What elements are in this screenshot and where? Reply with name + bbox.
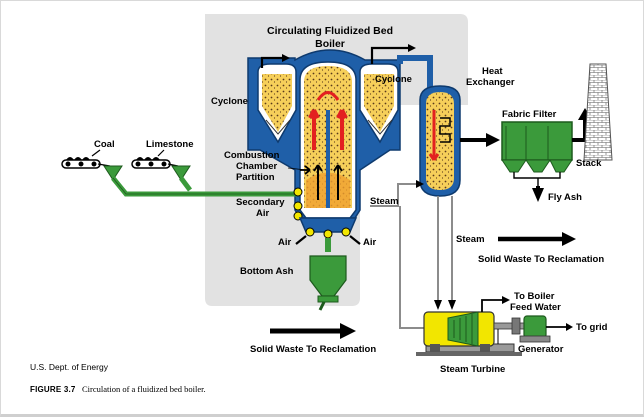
label-cyclone-left: Cyclone: [211, 96, 248, 107]
coal-conveyor: [61, 157, 111, 169]
label-coal: Coal: [94, 139, 115, 150]
label-secondary-air-2: Air: [256, 208, 270, 219]
label-solid-waste-bottom: Solid Waste To Reclamation: [250, 344, 376, 355]
steam-turbine: [416, 311, 522, 356]
generator: [519, 315, 551, 343]
label-to-boiler-2: Feed Water: [510, 302, 561, 313]
limestone-conveyor: [131, 157, 179, 169]
label-combustion-3: Partition: [236, 172, 275, 183]
label-combustion-1: Combustion: [224, 150, 280, 161]
fabric-filter: [501, 121, 573, 161]
label-combustion-2: Chamber: [236, 161, 277, 172]
label-to-boiler-1: To Boiler: [514, 291, 555, 302]
title-line-1: Circulating Fluidized Bed: [267, 25, 393, 37]
label-air-left: Air: [278, 237, 292, 248]
label-stack: Stack: [576, 158, 602, 169]
label-cyclone-right: Cyclone: [375, 74, 412, 85]
label-air-right: Air: [363, 237, 377, 248]
figure-caption-text: Circulation of a fluidized bed boiler.: [81, 384, 206, 394]
label-limestone: Limestone: [146, 139, 194, 150]
label-heat-2: Exchanger: [466, 77, 515, 88]
label-fly-ash: Fly Ash: [548, 192, 582, 203]
label-to-grid: To grid: [576, 322, 608, 333]
label-secondary-air-1: Secondary: [236, 197, 285, 208]
label-steam-turbine: Steam Turbine: [440, 364, 505, 375]
label-solid-waste-right: Solid Waste To Reclamation: [478, 254, 604, 265]
figure-label: FIGURE 3.7: [30, 385, 76, 394]
label-steam-boiler: Steam: [370, 196, 399, 207]
label-bottom-ash: Bottom Ash: [240, 266, 294, 277]
title-line-2: Boiler: [315, 38, 345, 50]
image-credit: U.S. Dept. of Energy: [30, 362, 108, 372]
label-generator: Generator: [518, 344, 564, 355]
label-heat-1: Heat: [482, 66, 503, 77]
figure-caption: FIGURE 3.7 Circulation of a fluidized be…: [30, 384, 206, 394]
label-fabric-filter: Fabric Filter: [502, 109, 557, 120]
stack: [583, 63, 613, 161]
label-steam-exchanger: Steam: [456, 234, 485, 245]
